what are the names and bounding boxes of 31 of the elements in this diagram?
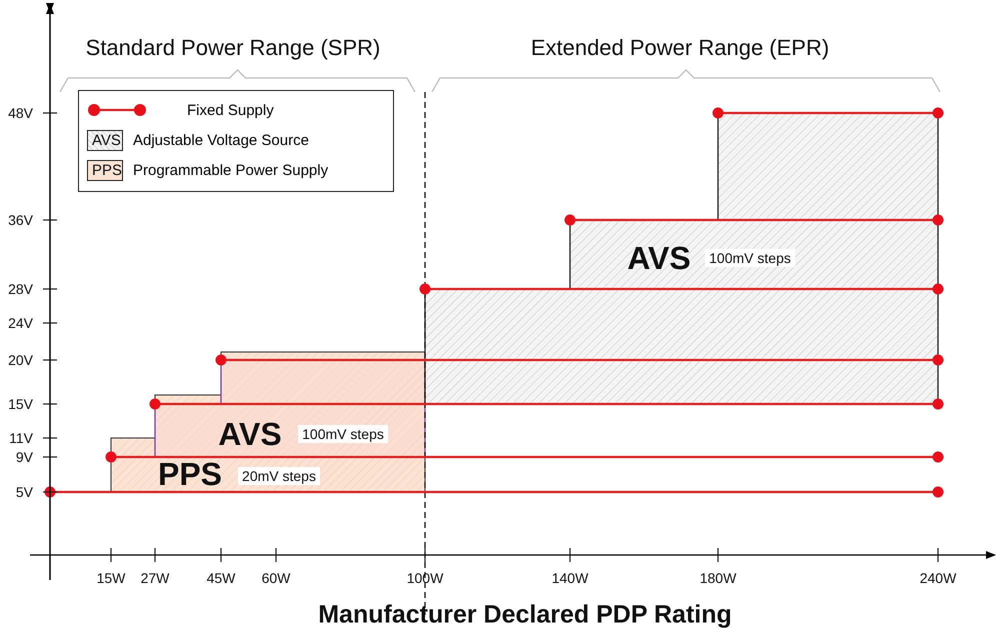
step-note: 100mV steps bbox=[705, 249, 795, 267]
tick-label: 60W bbox=[262, 571, 290, 585]
legend-swatch: AVS bbox=[87, 130, 123, 150]
tick-label: 28V bbox=[8, 282, 33, 296]
tick-label: 15W bbox=[96, 571, 126, 585]
legend-text: Fixed Supply bbox=[187, 102, 274, 118]
region-label: AVS bbox=[627, 242, 691, 274]
region-label: PPS bbox=[158, 458, 222, 490]
tick-label: 11V bbox=[9, 431, 33, 445]
legend-text: Adjustable Voltage Source bbox=[133, 132, 309, 148]
tick-label: 48V bbox=[8, 106, 33, 120]
region-label: AVS bbox=[218, 418, 282, 450]
axis-title: Manufacturer Declared PDP Rating bbox=[318, 602, 732, 628]
range-title: Standard Power Range (SPR) bbox=[86, 37, 380, 59]
tick-label: 20V bbox=[8, 353, 33, 367]
range-title: Extended Power Range (EPR) bbox=[530, 37, 830, 59]
tick-label: 45W bbox=[206, 571, 236, 585]
legend-swatch: PPS bbox=[87, 160, 123, 180]
tick-label: 9V bbox=[16, 450, 33, 464]
tick-label: 240W bbox=[920, 571, 956, 585]
tick-label: 36V bbox=[8, 213, 33, 227]
tick-label: 24V bbox=[8, 316, 33, 330]
tick-label: 100W bbox=[406, 571, 444, 585]
legend-text: Programmable Power Supply bbox=[133, 162, 328, 178]
step-note: 20mV steps bbox=[238, 467, 320, 485]
tick-label: 27W bbox=[140, 571, 170, 585]
tick-label: 180W bbox=[700, 571, 736, 585]
tick-label: 140W bbox=[552, 571, 588, 585]
tick-label: 15V bbox=[8, 397, 33, 411]
step-note: 100mV steps bbox=[298, 425, 388, 443]
tick-label: 5V bbox=[16, 485, 33, 499]
